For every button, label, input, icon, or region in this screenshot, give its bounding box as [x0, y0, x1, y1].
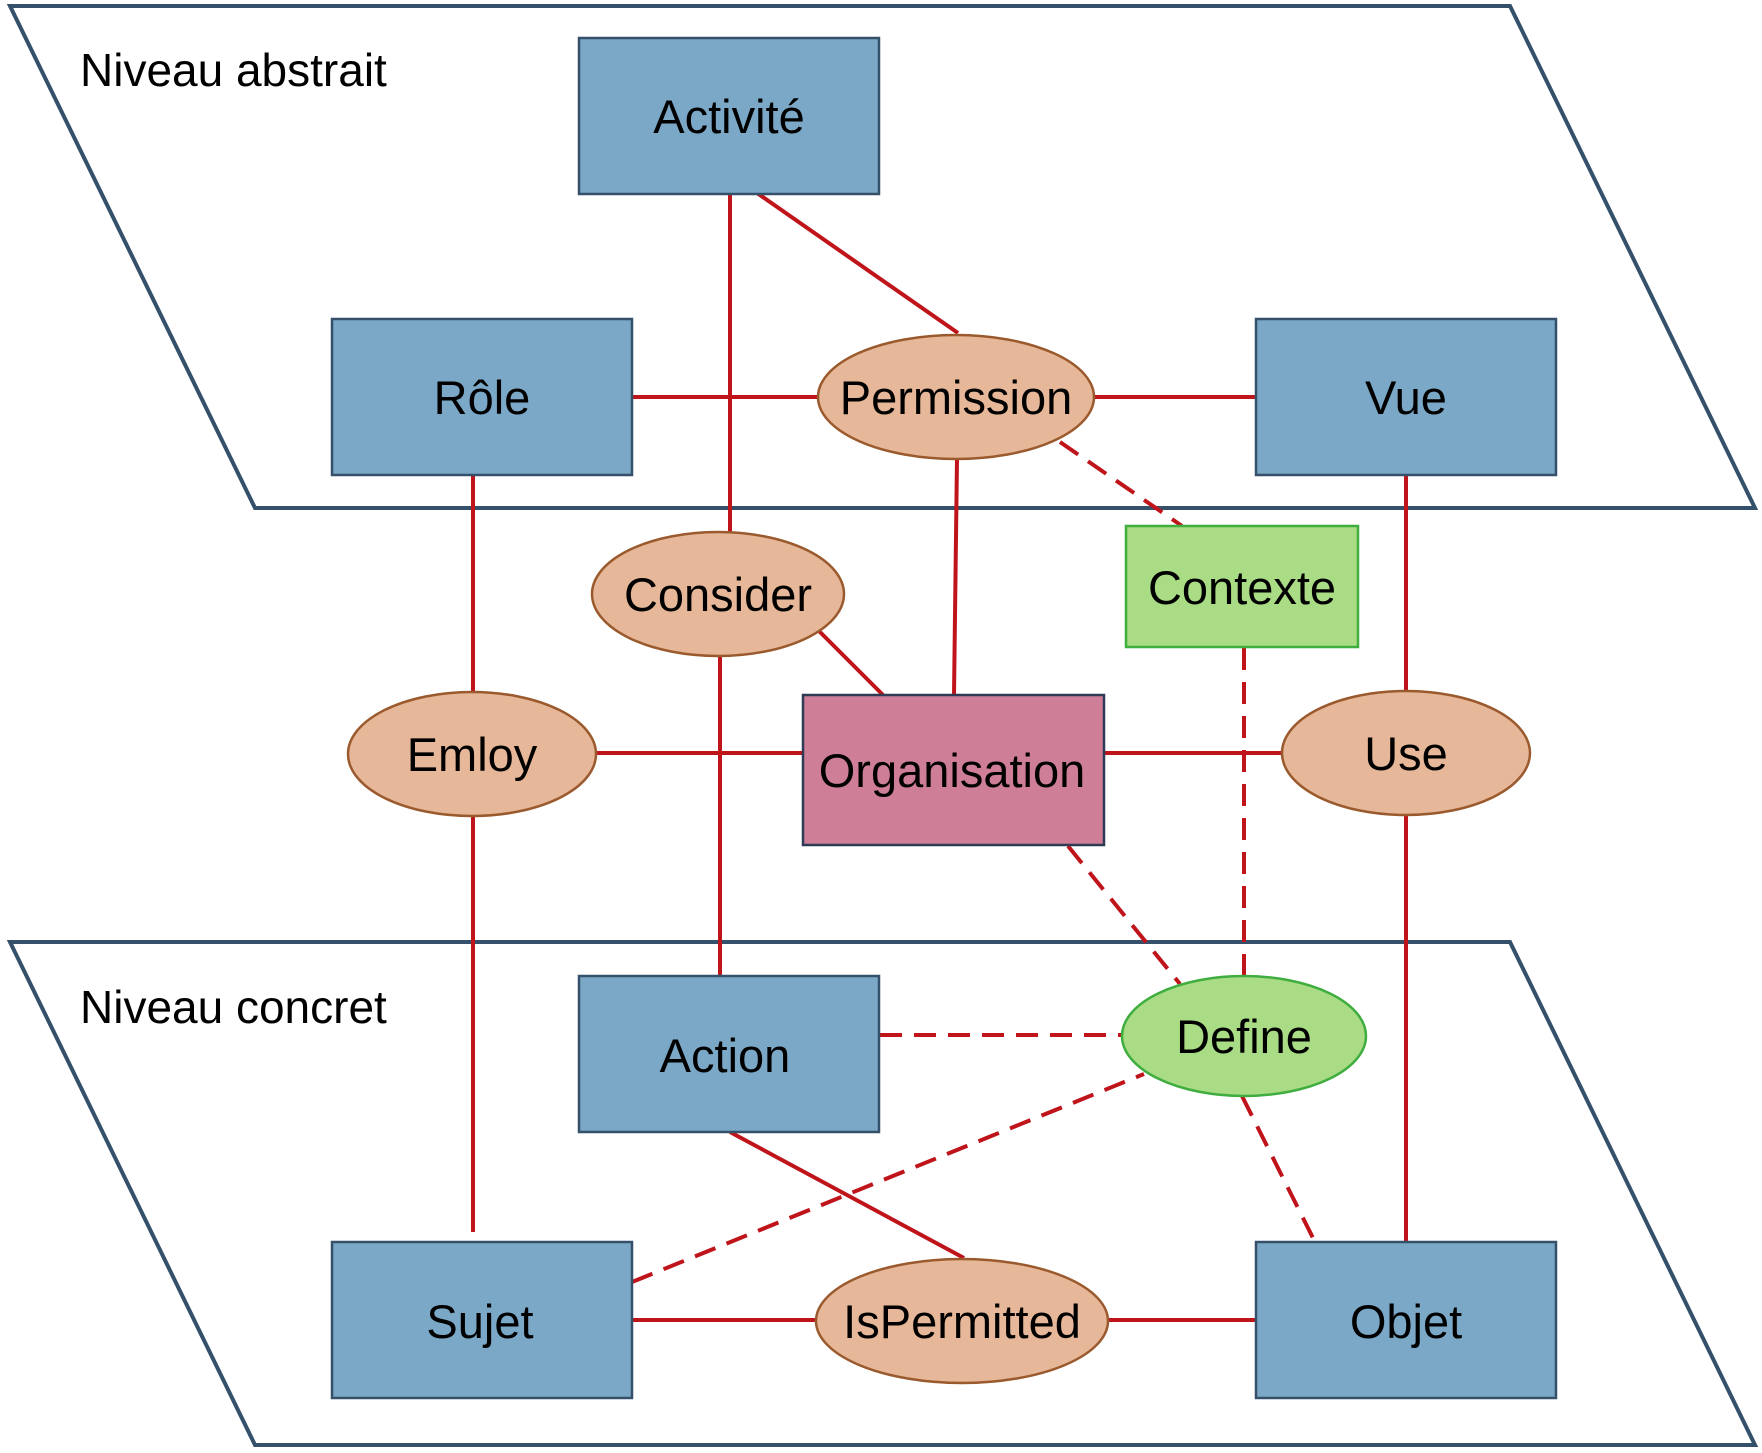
dashed-links: [631, 440, 1320, 1284]
concrete-level-label: Niveau concret: [80, 981, 387, 1033]
entity-organisation: Organisation: [801, 693, 1106, 847]
entity-role: Rôle: [330, 317, 634, 477]
link-activite-permission: [755, 191, 960, 335]
define-label: Define: [1176, 1010, 1312, 1063]
contexte-label: Contexte: [1148, 561, 1336, 614]
relation-consider: Consider: [590, 530, 846, 658]
permission-label: Permission: [840, 371, 1072, 424]
solid-links: [471, 191, 1408, 1322]
entity-contexte: Contexte: [1124, 524, 1360, 649]
entity-activite: Activité: [577, 36, 881, 196]
objet-label: Objet: [1350, 1295, 1462, 1348]
organisation-label: Organisation: [819, 744, 1086, 797]
activite-label: Activité: [653, 90, 805, 143]
ispermitted-label: IsPermitted: [843, 1295, 1081, 1348]
relation-use: Use: [1280, 689, 1532, 817]
entity-action: Action: [577, 974, 881, 1134]
link-action-ispermitted: [729, 1130, 965, 1260]
link-permission-organisation: [952, 457, 959, 696]
link-define-objet: [1240, 1095, 1320, 1249]
role-label: Rôle: [434, 371, 531, 424]
sujet-label: Sujet: [426, 1295, 533, 1348]
action-label: Action: [660, 1029, 791, 1082]
entity-sujet: Sujet: [330, 1240, 634, 1400]
link-organisation-define: [1066, 844, 1182, 986]
emloy-label: Emloy: [407, 728, 538, 781]
consider-label: Consider: [624, 568, 812, 621]
relation-emloy: Emloy: [346, 690, 598, 818]
relation-ispermitted: IsPermitted: [814, 1257, 1110, 1385]
link-consider-organisation: [816, 628, 885, 697]
relation-permission: Permission: [816, 333, 1096, 461]
abstract-level-label: Niveau abstrait: [80, 44, 387, 96]
relation-define: Define: [1120, 974, 1368, 1098]
link-permission-contexte: [1058, 440, 1184, 528]
entity-objet: Objet: [1254, 1240, 1558, 1400]
entity-vue: Vue: [1254, 317, 1558, 477]
use-label: Use: [1364, 727, 1448, 780]
link-sujet-define: [631, 1072, 1145, 1284]
vue-label: Vue: [1365, 371, 1447, 424]
